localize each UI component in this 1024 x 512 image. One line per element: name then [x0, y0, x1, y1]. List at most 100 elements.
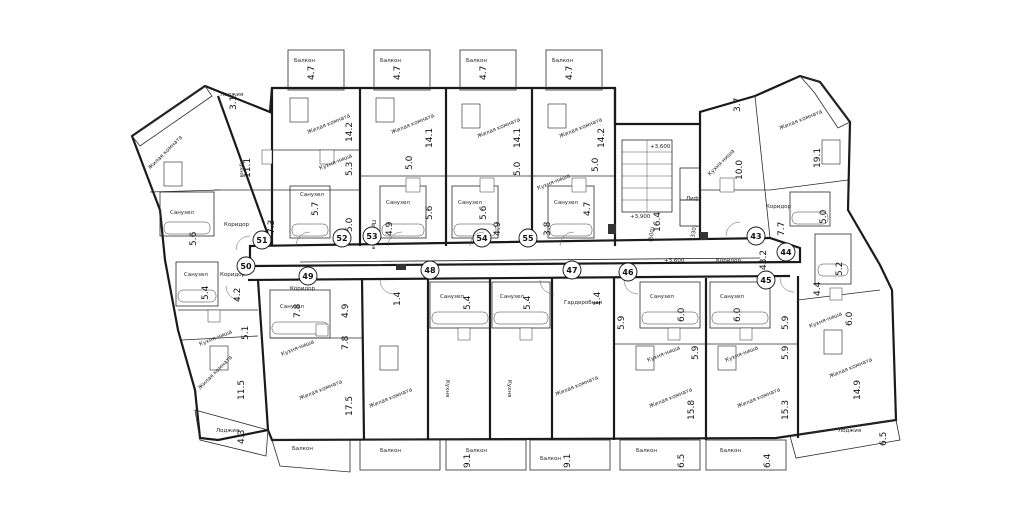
area-value: 5.6	[425, 205, 435, 220]
unit-number: 50	[240, 262, 252, 271]
area-value: 5.2	[835, 262, 845, 276]
area-value: 4.7	[307, 66, 317, 80]
area-value: 14.9	[853, 380, 863, 400]
room-label: Жилая комната	[779, 109, 824, 132]
unit-number: 46	[622, 268, 634, 277]
area-value: 9.1	[463, 454, 473, 468]
area-value: 5.9	[781, 345, 791, 360]
area-value: 4.2	[233, 288, 243, 302]
room-label: Гардеробная	[564, 300, 602, 306]
room-label: Жилая комната	[737, 387, 782, 410]
room-label: Лоджия	[216, 428, 239, 434]
room-label: Балкон	[292, 446, 313, 452]
room-label: Санузел	[440, 294, 464, 300]
area-value: 6.0	[845, 311, 855, 326]
room-label: Санузел	[184, 272, 208, 278]
area-value: 5.9	[691, 345, 701, 360]
room-label: Кухня	[506, 380, 512, 397]
area-value: 5.7	[311, 202, 321, 216]
door-swings	[225, 221, 795, 301]
level-marks: +3,600 +3,900 +3,600 (500) (330)	[630, 144, 699, 264]
area-value: 11.1	[243, 158, 253, 178]
area-value: 5.9	[781, 315, 791, 330]
room-label: Лоджия	[838, 428, 861, 434]
room-label: Кухня-ниша	[809, 311, 844, 330]
level-mark: +3,600	[664, 258, 685, 264]
area-value: 5.9	[617, 315, 627, 330]
unit-number: 45	[760, 276, 772, 285]
area-value: 4.9	[385, 221, 395, 236]
area-value: 3.1	[229, 96, 239, 110]
core-mark: (330)	[690, 225, 698, 241]
room-label: Балкон	[552, 58, 573, 64]
area-value: 5.0	[591, 157, 601, 172]
room-label: Санузел	[170, 210, 194, 216]
room-label: Кухня	[444, 380, 450, 397]
unit-number: 55	[522, 234, 534, 243]
area-value: 3.7	[733, 98, 743, 112]
area-value: 14.1	[513, 128, 523, 148]
room-label: Санузел	[554, 200, 578, 206]
area-value: 5.6	[189, 231, 199, 246]
room-label: Коридор	[224, 222, 250, 228]
lower-partitions	[175, 261, 881, 441]
room-label: Балкон	[466, 448, 487, 454]
room-label: Жилая комната	[299, 379, 344, 402]
room-label: Кухня-ниша	[707, 149, 736, 178]
room-label: Балкон	[540, 456, 561, 462]
area-value: 7.8	[341, 335, 351, 350]
level-mark: +3,600	[650, 144, 671, 150]
area-value: 5.0	[405, 155, 415, 170]
room-label: Балкон	[466, 58, 487, 64]
room-label: Балкон	[380, 448, 401, 454]
area-value: 3.8	[543, 221, 553, 236]
area-value: 19.1	[813, 148, 823, 168]
area-value: 5.4	[463, 295, 473, 310]
area-value: 6.5	[879, 432, 889, 446]
room-label: Балкон	[294, 58, 315, 64]
area-value: 15.3	[781, 400, 791, 420]
room-label: Коридор	[716, 258, 742, 264]
area-value: 17.5	[345, 396, 355, 416]
area-value: 4.7	[565, 66, 575, 80]
area-value: 14.2	[345, 122, 355, 142]
area-value: 16.4	[653, 212, 663, 232]
area-value: 5.0	[345, 217, 355, 232]
unit-numbers: 50 51 52 53 54 55 49 48 47 46 45 44 43	[236, 226, 796, 290]
area-value: 4.7	[393, 66, 403, 80]
room-label: Жилая комната	[555, 375, 600, 398]
area-value: 5.6	[479, 205, 489, 220]
area-value: 6.5	[677, 454, 687, 468]
unit-number: 49	[302, 272, 314, 281]
room-label: Санузел	[386, 200, 410, 206]
room-label: Санузел	[650, 294, 674, 300]
area-value: 4.4	[813, 281, 823, 296]
area-value: 5.1	[241, 326, 251, 340]
core-mark: (500)	[648, 227, 656, 243]
area-value: 5.0	[819, 209, 829, 224]
room-label: Санузел	[458, 200, 482, 206]
area-value: 5.4	[201, 285, 211, 300]
room-label: Балкон	[636, 448, 657, 454]
area-value: 15.8	[687, 400, 697, 420]
area-value: 1.4	[393, 291, 403, 306]
unit-number: 44	[780, 248, 792, 257]
area-value: 4.9	[493, 221, 503, 236]
room-label: Жилая комната	[369, 387, 414, 410]
unit-number: 51	[256, 236, 268, 245]
room-label: Балкон	[720, 448, 741, 454]
unit-number: 53	[366, 232, 377, 241]
room-label: Кухня	[238, 160, 244, 177]
area-value: 11.5	[237, 380, 247, 400]
room-label: Коридор	[766, 204, 792, 210]
area-values: 5.6 5.4 4.2 7.3 5.1 11.5 4.3 11.1 3.1 5.…	[189, 66, 889, 468]
room-label: Коридор	[290, 286, 316, 292]
area-value: 14.2	[597, 128, 607, 148]
unit-number: 43	[750, 232, 761, 241]
unit-number: 54	[476, 234, 488, 243]
upper-partitions	[149, 88, 852, 285]
room-label: Санузел	[500, 294, 524, 300]
area-value: 4.9	[341, 303, 351, 318]
room-label: Коридор	[220, 272, 246, 278]
